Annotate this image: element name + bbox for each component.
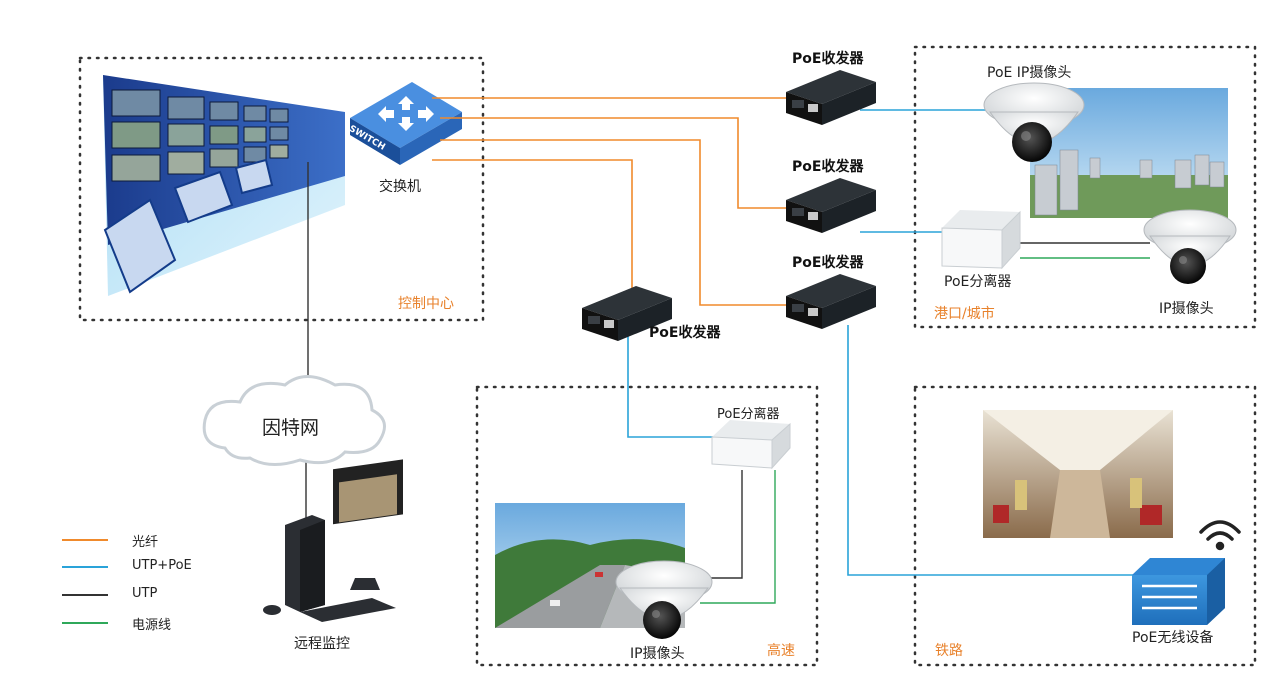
switch-caption: 交换机	[379, 179, 421, 195]
highway-label: 高速	[767, 643, 795, 659]
legend-fiber-label: 光纤	[132, 535, 159, 550]
poe-wireless-device	[1132, 558, 1225, 625]
power-lines	[700, 257, 1150, 604]
transceiver-label-4: PoE收发器	[649, 325, 721, 341]
ip-camera-dome-port-top	[983, 82, 1085, 162]
poe-splitter-port	[941, 210, 1021, 270]
fiber-lines	[432, 97, 790, 306]
ip-camera-dome-port-bottom	[1143, 209, 1237, 284]
highway-zone	[475, 385, 819, 667]
port-city-zone	[913, 45, 1257, 329]
control-center-zone	[78, 56, 485, 322]
ip-camera-port-label: IP摄像头	[1159, 301, 1214, 317]
legend-power-label: 电源线	[132, 618, 172, 633]
transceiver-label-3: PoE收发器	[792, 255, 864, 271]
remote-monitor-label: 远程监控	[294, 636, 350, 652]
legend-utp-poe-label: UTP+PoE	[132, 558, 192, 573]
switch-device	[350, 82, 462, 165]
poe-transceiver-3	[786, 274, 876, 329]
legend-swatches	[62, 539, 108, 624]
ip-camera-highway-label: IP摄像头	[630, 646, 685, 662]
wifi-icon	[1199, 520, 1241, 551]
internet-cloud	[202, 375, 386, 466]
port-city-label: 港口/城市	[934, 306, 995, 322]
transceiver-label-2: PoE收发器	[792, 159, 864, 175]
remote-pc	[263, 459, 403, 622]
poe-splitter-port-label: PoE分离器	[944, 274, 1012, 290]
poe-transceiver-2	[786, 178, 876, 233]
utp-poe-lines	[627, 109, 1140, 576]
internet-label: 因特网	[262, 417, 320, 439]
utp-lines	[305, 162, 1150, 579]
poe-splitter-highway-label: PoE分离器	[717, 407, 780, 422]
railway-station-photo	[983, 410, 1173, 538]
poe-transceiver-4	[582, 286, 672, 341]
railway-label: 铁路	[935, 643, 963, 659]
poe-splitter-highway	[711, 420, 791, 470]
poe-ip-camera-label: PoE IP摄像头	[987, 65, 1072, 81]
ip-camera-dome-highway	[615, 560, 713, 639]
legend-utp-label: UTP	[132, 586, 158, 601]
poe-transceiver-1	[786, 70, 876, 125]
video-wall-image	[103, 75, 345, 296]
poe-wireless-label: PoE无线设备	[1132, 630, 1214, 646]
transceiver-label-1: PoE收发器	[792, 51, 864, 67]
railway-zone	[913, 385, 1257, 667]
control-center-label: 控制中心	[398, 296, 454, 312]
city-photo	[1030, 88, 1228, 218]
